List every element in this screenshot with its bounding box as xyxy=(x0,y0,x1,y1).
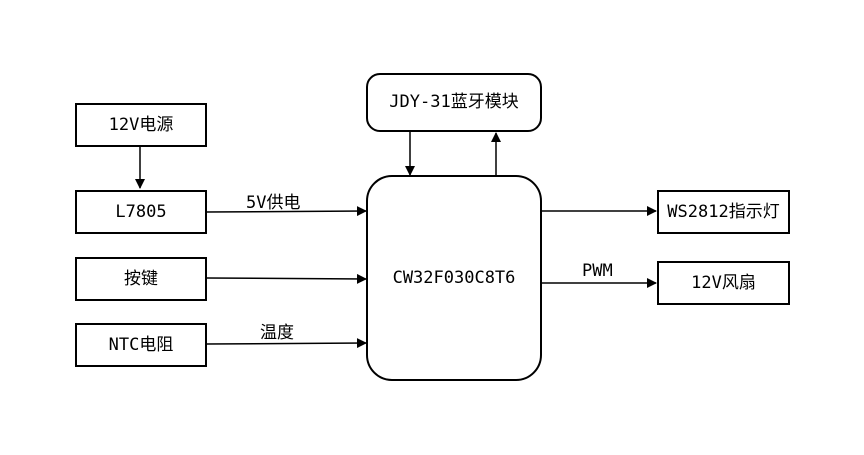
mcu-box: CW32F030C8T6 xyxy=(366,175,542,381)
power-edge-label: 5V供电 xyxy=(246,193,301,213)
psu-box: 12V电源 xyxy=(75,103,207,147)
button-box: 按键 xyxy=(75,257,207,301)
led-box: WS2812指示灯 xyxy=(657,190,790,234)
fan-box: 12V风扇 xyxy=(657,261,790,305)
pwm-edge-label: PWM xyxy=(582,261,613,281)
arrow-button-to-mcu xyxy=(205,273,367,284)
bluetooth-box: JDY-31蓝牙模块 xyxy=(366,73,542,132)
arrow-regulator-to-mcu xyxy=(205,206,367,217)
arrow-ntc-to-mcu xyxy=(205,338,367,349)
regulator-box: L7805 xyxy=(75,190,207,234)
ntc-box: NTC电阻 xyxy=(75,323,207,367)
temperature-edge-label: 温度 xyxy=(260,323,294,343)
